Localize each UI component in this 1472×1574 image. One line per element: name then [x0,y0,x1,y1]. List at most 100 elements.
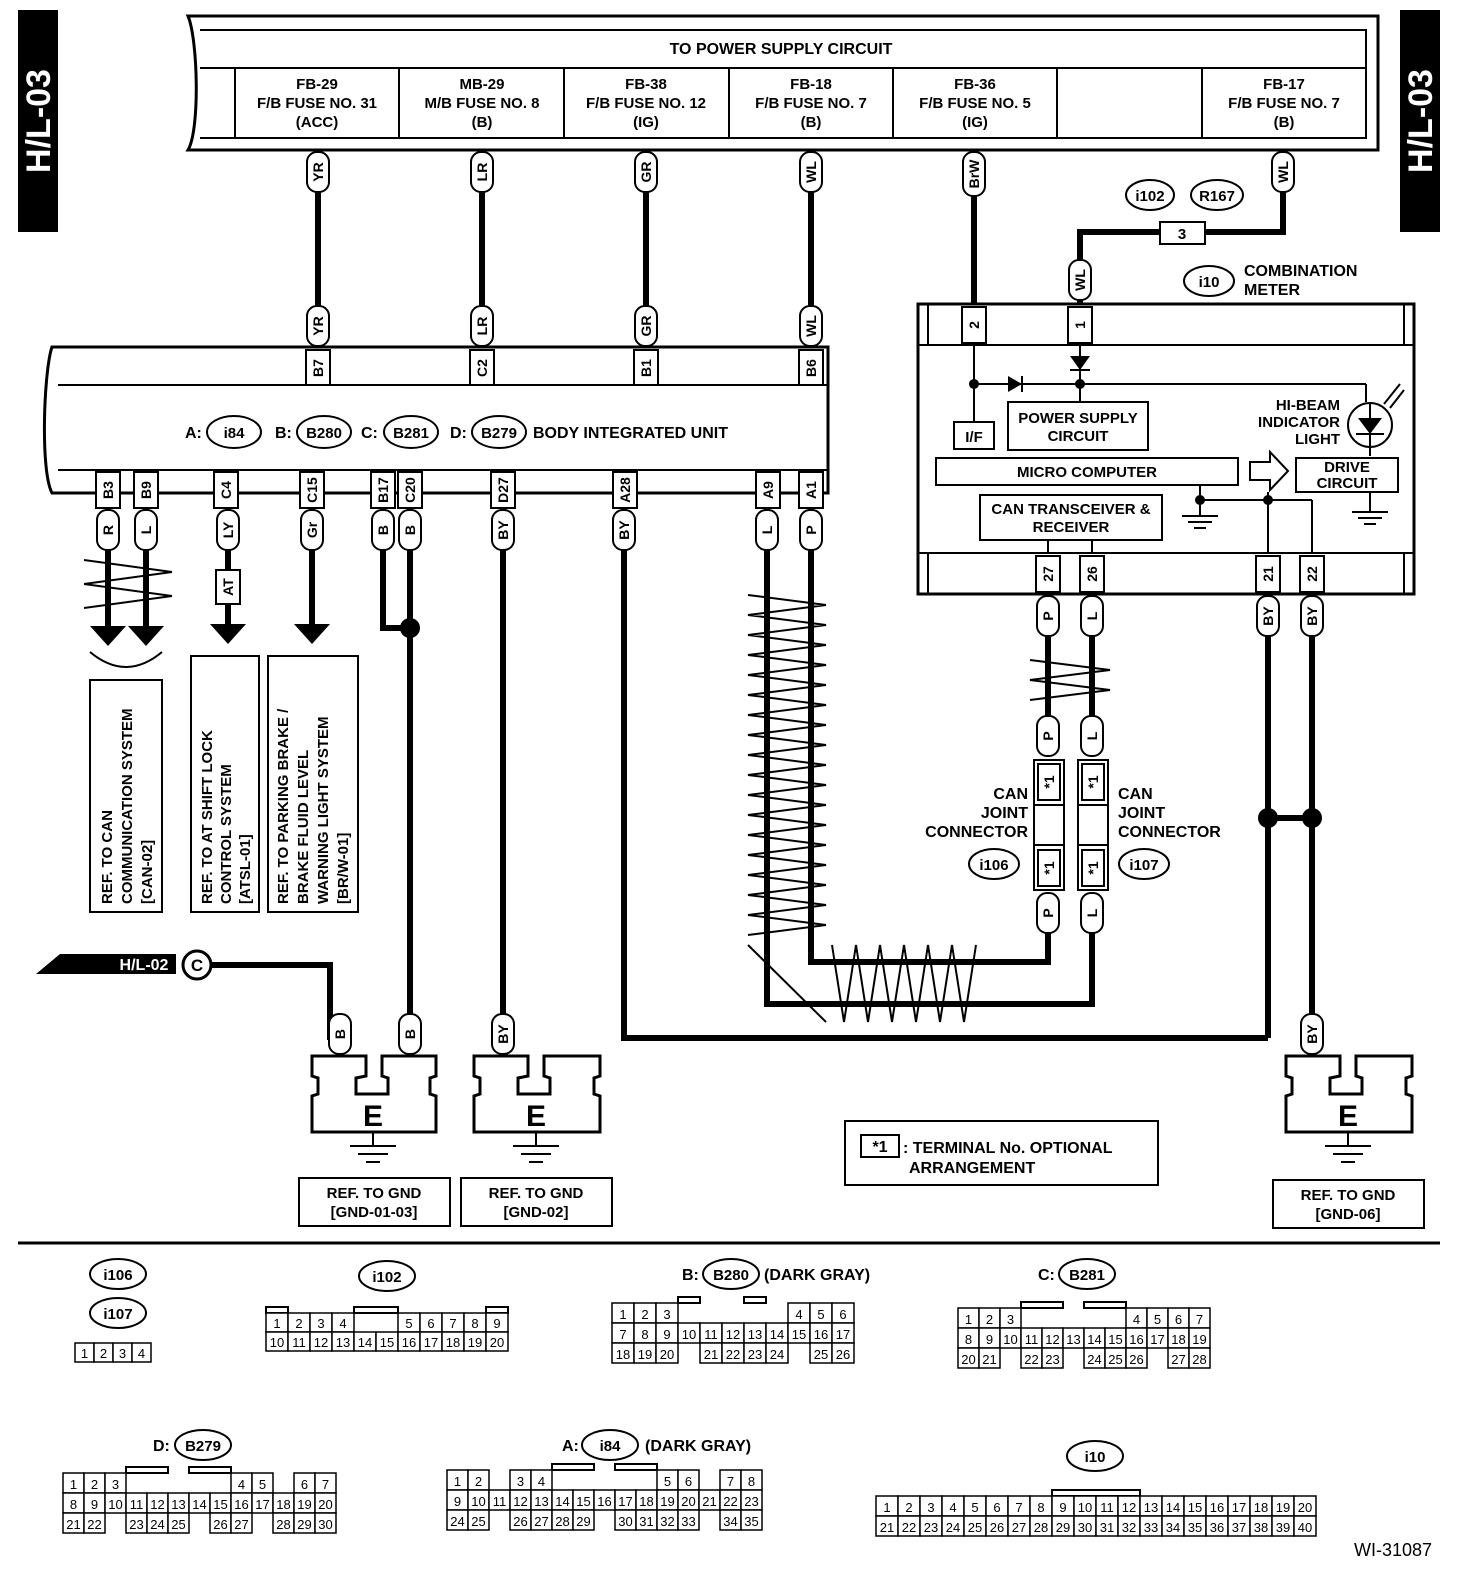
pin-number: 5 [405,1316,412,1331]
pin-cell [485,1331,509,1352]
fuse-name: F/B FUSE NO. 31 [257,95,377,112]
pin-cell [765,1342,789,1364]
biu-conn-a-prefix: A: [185,425,202,442]
pin-number: 30 [1078,1520,1092,1535]
pin-number: 23 [924,1520,938,1535]
meter-conn-id: i10 [1199,274,1220,291]
pin-number: 24 [450,1514,464,1529]
can-joint-right-label: CONNECTOR [1118,824,1221,841]
fuse-name: F/B FUSE NO. 5 [919,95,1031,112]
pin-number: 12 [1045,1332,1059,1347]
pin-number: 8 [641,1327,648,1342]
conn-label: i106 [103,1267,132,1284]
pin-number: 6 [301,1477,308,1492]
pin-number: 12 [314,1335,328,1350]
pin-number: 26 [990,1520,1004,1535]
hl02-label: H/L-02 [120,957,169,974]
conn-label: i107 [103,1306,132,1323]
ref-brw: [BR/W-01] [335,833,352,904]
pin-number: 17 [1232,1500,1246,1515]
pin-number: 24 [150,1517,164,1532]
pin-number: 8 [1037,1500,1044,1515]
pin-number: 24 [770,1347,784,1362]
pin-number: 5 [1154,1312,1161,1327]
pin-number: 19 [1192,1332,1206,1347]
pin-number: 21 [702,1494,716,1509]
conn-label-prefix: D: [153,1438,170,1455]
conn-label: B280 [713,1267,749,1284]
ground-e-2: E REF. TO GND [GND-02] [460,1054,613,1227]
conn-label-prefix: B: [682,1267,699,1284]
ref-can: [CAN-02] [139,840,156,904]
pin-number: 19 [660,1494,674,1509]
pin-number: 14 [192,1497,206,1512]
pin-cell [978,1347,1001,1369]
pin-number: 6 [993,1500,1000,1515]
pin-cell [83,1512,106,1534]
pin-number: 4 [949,1500,956,1515]
wire-color-tag: P [1040,908,1056,917]
wire-color-tag: WL [1275,161,1291,183]
pin-number: 35 [1188,1520,1202,1535]
pin-cell [572,1509,595,1531]
can-joint-right-label: JOINT [1118,805,1165,822]
pin-number: 10 [108,1497,122,1512]
meter-pin: 2 [966,321,982,329]
pin-number: 5 [971,1500,978,1515]
pin-number: 11 [1025,1332,1039,1347]
pin-number: 6 [427,1316,434,1331]
pin-number: 7 [1015,1500,1022,1515]
meter-pin: 26 [1084,566,1100,582]
ref-atsl: REF. TO AT SHIFT LOCK [199,730,216,904]
pin-number: 15 [1108,1332,1122,1347]
meter-psc: CIRCUIT [1048,428,1109,445]
pin-number: 9 [493,1316,500,1331]
biu-pin: C15 [304,477,320,503]
wire-at-tag: AT [220,578,236,596]
pin-number: 11 [1100,1500,1114,1515]
power-supply-block: TO POWER SUPPLY CIRCUIT FB-29 F/B FUSE N… [185,14,1380,152]
conn-label: i84 [600,1438,622,1455]
wire-color-tag: P [1040,731,1056,740]
terminal-star: *1 [1041,861,1057,874]
pin-number: 4 [238,1477,245,1492]
pin-number: 30 [618,1514,632,1529]
pin-number: 1 [273,1316,280,1331]
connector-labels: i106 i107 i102 B: B280 (DARK GRAY) C: B2… [89,1258,1124,1472]
pin-number: 15 [213,1497,227,1512]
pin-number: 9 [986,1332,993,1347]
pin-number: 11 [493,1494,507,1509]
fuse-type: (B) [801,114,822,131]
fuse-id: FB-29 [296,76,338,93]
pin-number: 16 [1129,1332,1143,1347]
pin-number: 5 [664,1474,671,1489]
pin-number: 8 [70,1497,77,1512]
pin-number: 21 [880,1520,894,1535]
pin-number: 16 [814,1327,828,1342]
pin-number: 22 [723,1494,737,1509]
fuse-id: FB-17 [1263,76,1305,93]
wire-color-tag: GR [638,162,654,183]
pin-number: 5 [259,1477,266,1492]
pin-number: 21 [66,1517,80,1532]
pin-number: 28 [276,1517,290,1532]
pin-number: 3 [1007,1312,1014,1327]
wire-color-tag: LY [220,521,236,538]
can-joint-left-label: CONNECTOR [925,824,1028,841]
pin-number: 32 [1122,1520,1136,1535]
fuse-id: MB-29 [459,76,504,93]
conn-id: i106 [979,857,1008,874]
pin-number: 28 [555,1514,569,1529]
conn-label-note: (DARK GRAY) [645,1438,751,1455]
pin-cell [131,1342,152,1363]
biu-pin: D27 [495,477,511,503]
pin-number: 17 [836,1327,850,1342]
meter-pin: 22 [1304,566,1320,582]
pin-number: 27 [234,1517,248,1532]
pin-number: 17 [618,1494,632,1509]
pin-number: 25 [968,1520,982,1535]
pin-number: 18 [639,1494,653,1509]
wire-color-tag: WL [803,315,819,337]
wire-color-tag: L [1084,731,1100,740]
note-text: ARRANGEMENT [909,1160,1035,1177]
